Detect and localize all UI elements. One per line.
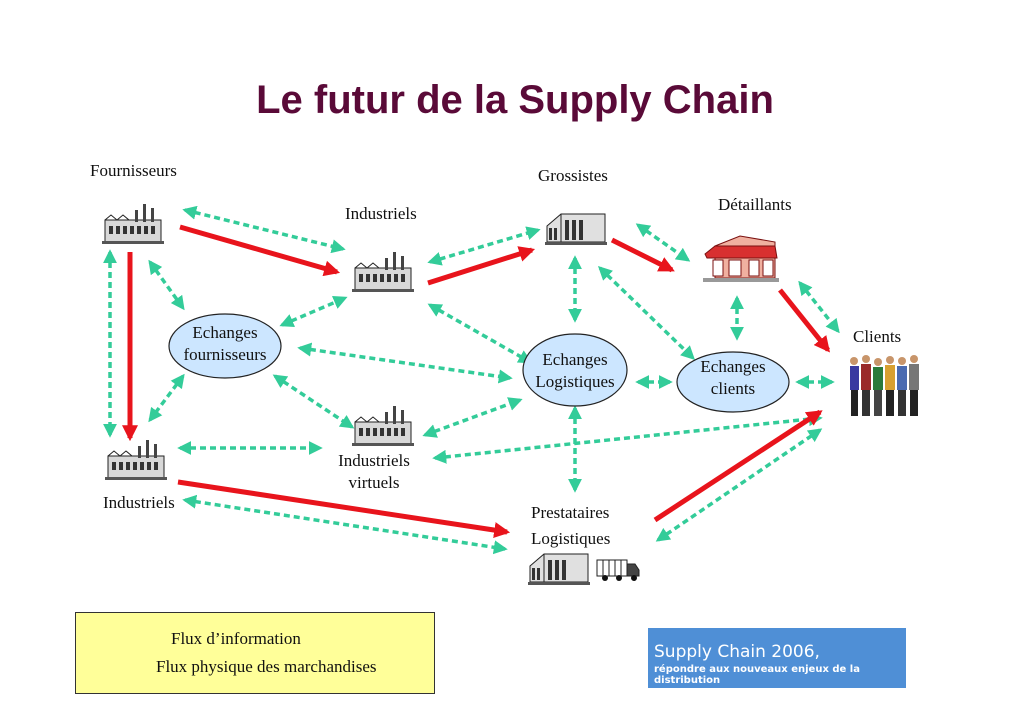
brand-banner: Supply Chain 2006, répondre aux nouveaux…	[648, 628, 906, 688]
brand-line2: répondre aux nouveaux enjeux de la distr…	[654, 664, 860, 686]
label-echanges-logistiques-line2: Logistiques	[535, 372, 615, 391]
label-detaillants: Détaillants	[718, 195, 792, 214]
label-prestataires-logistiques: Prestataires Logistiques	[531, 500, 610, 552]
label-industriels-top: Industriels	[345, 204, 417, 223]
label-echanges-clients-line1: Echanges	[700, 357, 766, 376]
label-industriels-bottom: Industriels	[103, 493, 175, 512]
warehouse-icon	[527, 553, 591, 586]
label-industriels-virtuels: Industriels virtuels	[324, 450, 424, 494]
label-industriels-virtuels-line2: virtuels	[348, 473, 400, 492]
label-industriels-virtuels-line1: Industriels	[338, 451, 410, 470]
label-echanges-logistiques-line1: Echanges	[542, 350, 608, 369]
label-echanges-logistiques: Echanges Logistiques	[523, 349, 627, 393]
legend-info-label: Flux d’information	[171, 629, 301, 648]
legend-physical-label: Flux physique des marchandises	[156, 657, 377, 676]
label-echanges-fournisseurs: Echanges fournisseurs	[169, 322, 281, 366]
label-prestataires-line2: Logistiques	[531, 529, 611, 548]
label-echanges-clients: Echanges clients	[677, 356, 789, 400]
label-grossistes: Grossistes	[538, 166, 608, 185]
people-icon	[850, 355, 919, 416]
physical-flows	[121, 224, 830, 538]
factory-icon	[351, 405, 415, 447]
label-prestataires-line1: Prestataires	[531, 503, 610, 522]
legend: Flux d’information Flux physique des mar…	[75, 612, 435, 694]
warehouse-icon	[544, 213, 608, 246]
factory-icon	[104, 439, 168, 481]
page-title: Le futur de la Supply Chain	[256, 78, 774, 122]
info-flows	[103, 205, 840, 555]
exchange-nodes	[168, 313, 790, 413]
label-fournisseurs: Fournisseurs	[90, 161, 177, 180]
label-echanges-clients-line2: clients	[710, 379, 756, 398]
label-clients: Clients	[853, 327, 902, 346]
factory-icon	[101, 203, 165, 245]
truck-icon	[596, 559, 640, 581]
factory-icon	[351, 251, 415, 293]
label-echanges-fournisseurs-line1: Echanges	[192, 323, 258, 342]
label-echanges-fournisseurs-line2: fournisseurs	[183, 345, 267, 364]
store-icon	[703, 235, 779, 282]
brand-line1: Supply Chain 2006,	[654, 642, 820, 662]
